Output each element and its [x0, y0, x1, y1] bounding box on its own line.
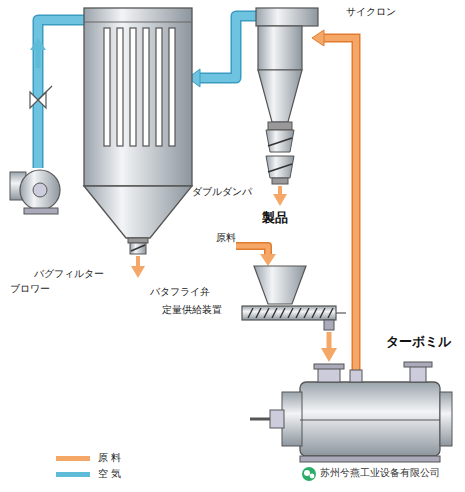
part-label: ダブルダンパ — [192, 186, 252, 198]
screw-flight — [328, 308, 333, 318]
screw-flight — [312, 308, 317, 318]
watermark: 苏州兮燕工业设备有限公司 — [318, 467, 442, 479]
screw-flight — [296, 308, 301, 318]
part-label: バグフィルター — [34, 268, 104, 280]
product-label: 製品 — [262, 210, 288, 226]
part-label: サイクロン — [346, 6, 396, 18]
filter-bag — [104, 28, 110, 146]
filter-bag — [130, 28, 136, 146]
filter-bag — [156, 28, 162, 146]
filter-bag — [117, 28, 123, 146]
legend-swatch — [56, 456, 90, 461]
screw-flight — [288, 308, 293, 318]
screw-flight — [320, 308, 325, 318]
legend-text: 原 料 — [98, 452, 121, 464]
part-label: バタフライ弁 — [150, 286, 210, 298]
part-label: 原料 — [216, 232, 236, 244]
part-label: 定量供給装置 — [162, 304, 222, 316]
part-label: ブロワー — [10, 283, 50, 295]
legend-swatch — [56, 472, 90, 477]
part-label: ターボミル — [386, 334, 451, 350]
screw-flight — [248, 308, 253, 318]
filter-bag — [169, 28, 175, 146]
screw-flight — [280, 308, 285, 318]
screw-flight — [304, 308, 309, 318]
screw-flight — [272, 308, 277, 318]
screw-flight — [256, 308, 261, 318]
legend-text: 空 気 — [98, 468, 121, 480]
screw-flight — [264, 308, 269, 318]
filter-bag — [143, 28, 149, 146]
